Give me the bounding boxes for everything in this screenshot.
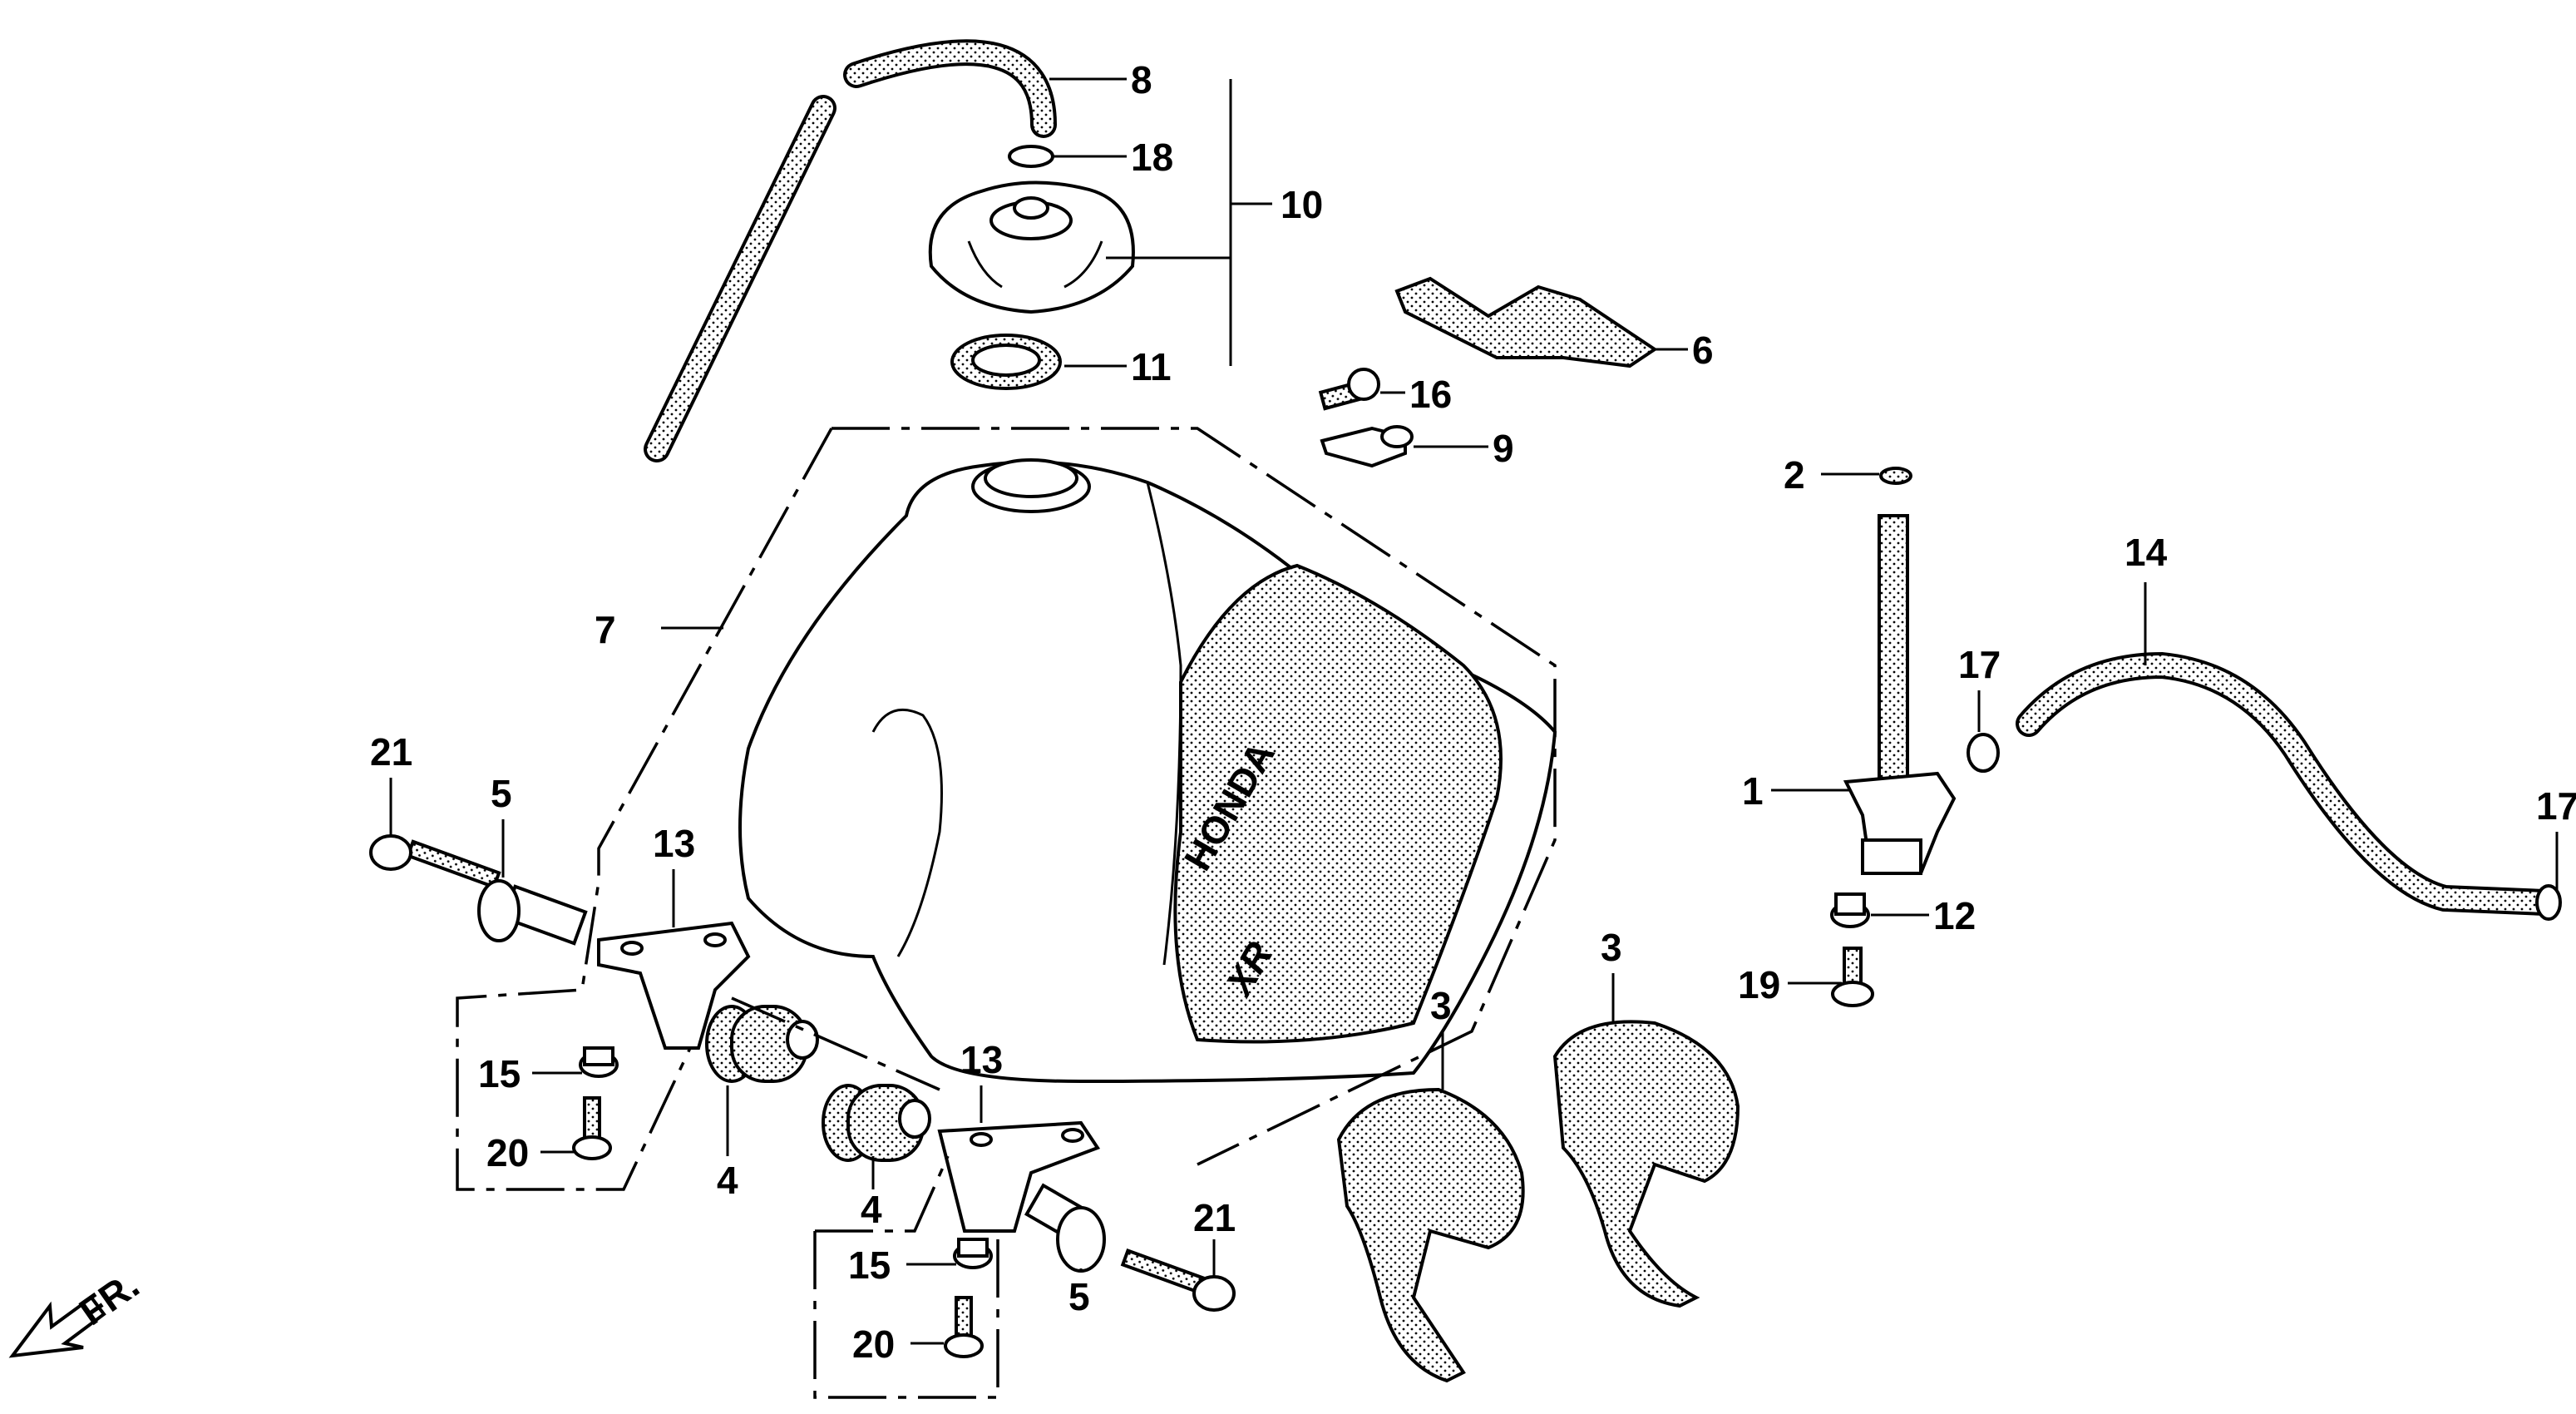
collar-5-left xyxy=(477,879,588,946)
breather-tube xyxy=(644,39,1057,462)
tank-assy-outline xyxy=(832,427,1557,1166)
washer-12 xyxy=(1830,892,1870,928)
bracket-13-right xyxy=(937,1120,1101,1233)
cap-gasket xyxy=(950,334,1062,390)
label-part-5-left: 5 xyxy=(491,772,512,815)
label-part-13-right: 13 xyxy=(960,1038,1003,1081)
bolt-20-right xyxy=(944,1296,984,1358)
label-part-4-right: 4 xyxy=(861,1188,882,1231)
fuel-tube xyxy=(2016,651,2558,916)
collar-5-right xyxy=(1024,1183,1106,1273)
label-part-7: 7 xyxy=(595,608,616,651)
label-part-13-left: 13 xyxy=(653,822,695,865)
valve-o-ring xyxy=(1879,467,1912,485)
label-part-8: 8 xyxy=(1131,58,1152,101)
label-part-21-right: 21 xyxy=(1193,1196,1236,1239)
label-part-1: 1 xyxy=(1742,769,1764,813)
cushion-4-left xyxy=(705,1005,819,1083)
label-part-4-left: 4 xyxy=(717,1159,738,1202)
label-part-20-left: 20 xyxy=(486,1131,529,1174)
label-part-17-right: 17 xyxy=(2536,784,2576,828)
screw-16 xyxy=(1318,368,1380,411)
fuel-cap xyxy=(928,180,1135,314)
label-part-5-right: 5 xyxy=(1068,1275,1090,1318)
bracket-13-left xyxy=(597,921,751,1050)
nut-15-right xyxy=(953,1238,993,1269)
label-part-15-left: 15 xyxy=(478,1052,521,1095)
tank-outline-left xyxy=(456,428,833,1191)
tank-band-right xyxy=(1552,1020,1740,1308)
cushion-4-right xyxy=(822,1084,931,1162)
label-part-9: 9 xyxy=(1493,427,1514,470)
hardware-box-right xyxy=(813,1155,999,1399)
label-part-21-left: 21 xyxy=(370,730,412,774)
bolt-21-right xyxy=(1120,1248,1236,1312)
label-part-3-right: 3 xyxy=(1601,926,1622,969)
bolt-20-left xyxy=(572,1096,612,1160)
fuel-tank: HONDA XR xyxy=(738,458,1557,1084)
label-part-19: 19 xyxy=(1738,963,1780,1006)
leader-lines xyxy=(389,77,2559,1345)
fuel-tube-clip xyxy=(1320,425,1414,468)
bolt-21-left xyxy=(369,834,501,889)
label-part-6: 6 xyxy=(1692,329,1714,372)
cushion-line xyxy=(731,996,940,1091)
label-part-10: 10 xyxy=(1281,183,1323,226)
label-part-18: 18 xyxy=(1131,136,1173,179)
tank-band-left xyxy=(1336,1087,1525,1383)
label-part-2: 2 xyxy=(1784,453,1805,497)
label-part-20-right: 20 xyxy=(852,1323,895,1366)
front-direction-arrow: FR. xyxy=(8,1263,146,1358)
label-part-17-left: 17 xyxy=(1958,643,2001,686)
label-part-16: 16 xyxy=(1409,373,1452,416)
tube-clip-left xyxy=(1967,733,2000,773)
tube-clip-right xyxy=(2535,884,2562,921)
label-part-15-right: 15 xyxy=(848,1243,891,1287)
label-part-14: 14 xyxy=(2124,531,2168,574)
label-part-11: 11 xyxy=(1131,345,1172,388)
label-part-3-left: 3 xyxy=(1430,984,1452,1027)
label-part-12: 12 xyxy=(1933,894,1976,937)
setting-plate xyxy=(1394,276,1658,368)
bolt-19 xyxy=(1831,947,1874,1007)
tube-clip xyxy=(1008,145,1054,168)
nut-15-left xyxy=(579,1046,619,1078)
fuel-valve xyxy=(1843,514,1957,875)
